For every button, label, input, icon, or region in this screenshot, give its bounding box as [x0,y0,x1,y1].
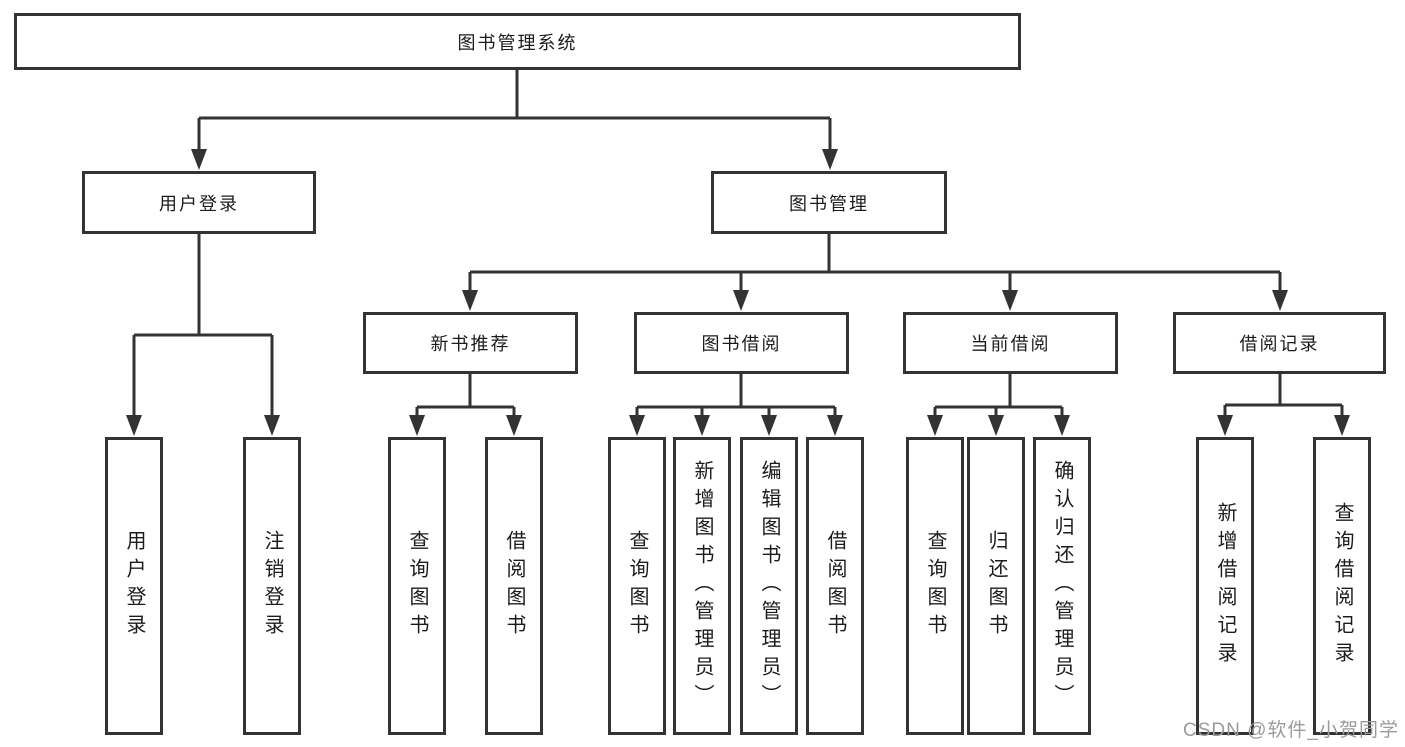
node-user-login-label: 用户登录 [159,193,239,214]
node-borrow-records-label: 借阅记录 [1239,334,1320,354]
connector-borrow-records [1223,374,1344,418]
connector-current-borrow [933,374,1064,418]
csdn-watermark: CSDN @软件_小贺同学 [1183,720,1399,741]
leaf-cb-return-books-label: 归还图书 [985,530,1007,642]
arrowhead [822,149,838,170]
leaf-nbr-query-books-label: 查询图书 [406,530,428,642]
arrowhead [126,415,142,436]
leaf-cb-query-books: 查询图书 [906,437,964,735]
leaf-bb-query-books-label: 查询图书 [626,530,648,642]
arrowhead [1002,290,1018,311]
arrowhead [827,415,843,436]
leaf-cb-return-books: 归还图书 [967,437,1025,735]
leaf-logout: 注销登录 [243,437,301,735]
leaf-cb-confirm-return-admin-label: 确认归还（管理员） [1051,460,1073,712]
leaf-user-login-label: 用户登录 [123,530,145,642]
node-book-mgmt: 图书管理 [711,171,947,234]
node-current-borrow: 当前借阅 [903,312,1118,374]
arrowhead [927,415,943,436]
arrowhead [1334,415,1350,436]
node-current-borrow-label: 当前借阅 [970,334,1051,354]
node-user-login: 用户登录 [82,171,316,234]
leaf-cb-query-books-label: 查询图书 [924,530,946,642]
node-book-borrow: 图书借阅 [634,312,849,374]
arrowhead [191,149,207,170]
connector-book-mgmt [468,234,1282,293]
leaf-br-query-record-label: 查询借阅记录 [1331,502,1353,670]
leaf-bb-add-books-admin: 新增图书（管理员） [673,437,731,735]
node-root: 图书管理系统 [14,13,1021,70]
node-book-mgmt-label: 图书管理 [789,193,869,214]
leaf-nbr-query-books: 查询图书 [388,437,446,735]
arrowhead [694,415,710,436]
connector-root [197,70,832,152]
leaf-nbr-borrow-books: 借阅图书 [485,437,543,735]
node-root-label: 图书管理系统 [457,32,578,53]
leaf-logout-label: 注销登录 [261,530,283,642]
leaf-br-add-record-label: 新增借阅记录 [1214,502,1236,670]
arrowhead [506,415,522,436]
node-new-book-rec-label: 新书推荐 [430,334,511,354]
arrowhead [462,290,478,311]
leaf-bb-add-books-admin-label: 新增图书（管理员） [691,460,713,712]
arrowhead [761,415,777,436]
leaf-bb-edit-books-admin: 编辑图书（管理员） [740,437,798,735]
arrowhead [1272,290,1288,311]
arrowhead [264,415,280,436]
leaf-br-add-record: 新增借阅记录 [1196,437,1254,735]
leaf-nbr-borrow-books-label: 借阅图书 [503,530,525,642]
connector-book-borrow [635,374,837,418]
leaf-user-login: 用户登录 [105,437,163,735]
leaf-bb-edit-books-admin-label: 编辑图书（管理员） [758,460,780,712]
arrowhead [1054,415,1070,436]
leaf-bb-query-books: 查询图书 [608,437,666,735]
arrowhead [1217,415,1233,436]
node-borrow-records: 借阅记录 [1173,312,1386,374]
arrowhead [988,415,1004,436]
arrowhead [409,415,425,436]
leaf-bb-borrow-books-label: 借阅图书 [824,530,846,642]
connector-user-login [132,234,274,418]
leaf-cb-confirm-return-admin: 确认归还（管理员） [1033,437,1091,735]
arrowhead [733,290,749,311]
leaf-br-query-record: 查询借阅记录 [1313,437,1371,735]
node-new-book-rec: 新书推荐 [363,312,578,374]
node-book-borrow-label: 图书借阅 [701,334,782,354]
connector-new-book-rec [415,374,516,418]
arrowhead [629,415,645,436]
leaf-bb-borrow-books: 借阅图书 [806,437,864,735]
